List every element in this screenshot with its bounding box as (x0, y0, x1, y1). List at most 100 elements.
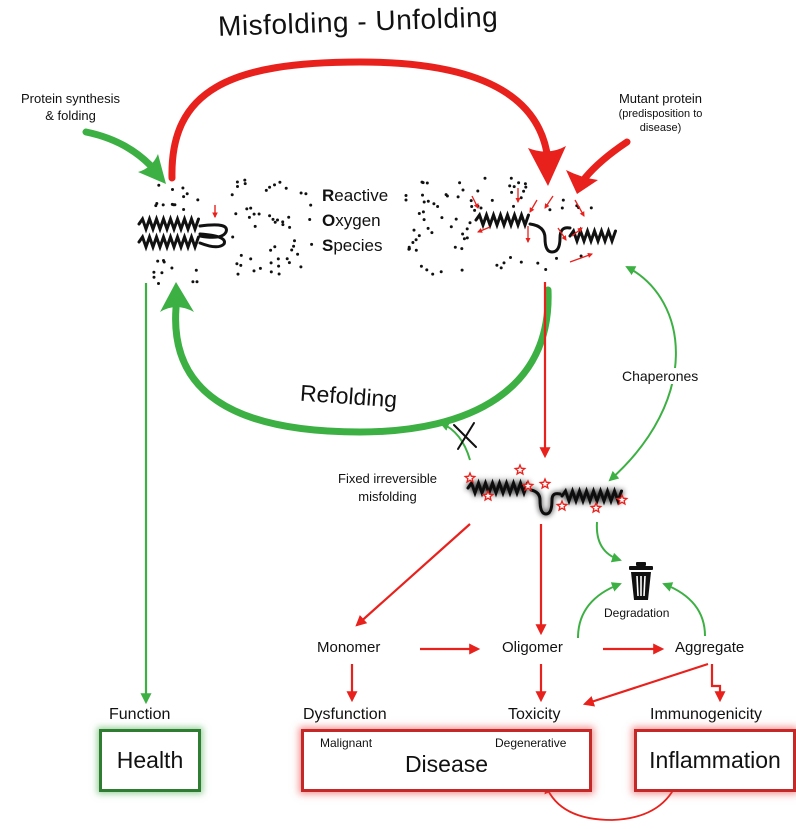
ros-dot (495, 263, 499, 267)
ros-dot (426, 226, 430, 230)
oxidation-star (538, 477, 552, 490)
mutant-protein-sub-1: (predisposition to (618, 108, 703, 120)
ros-dot (465, 236, 469, 240)
fixed-misfolding-line-2: misfolding (358, 489, 417, 504)
protein-synthesis-line-1: Protein synthesis (21, 91, 120, 106)
ros-dot (460, 247, 464, 251)
ros-dot (417, 234, 421, 238)
ros-dot (247, 215, 251, 219)
ros-dot (290, 248, 294, 252)
toxicity-label: Toxicity (508, 706, 561, 723)
degenerative-label: Degenerative (495, 736, 567, 750)
ros-dot (412, 228, 416, 232)
mutant-protein-label: Mutant protein (predisposition to diseas… (598, 90, 723, 135)
refolding-arc (172, 286, 552, 436)
ros-dot (407, 245, 411, 249)
ros-dot (524, 185, 528, 189)
aggregate-to-toxicity-arrow (582, 662, 709, 707)
degradation-label: Degradation (604, 606, 670, 620)
chaperones-arrow (608, 266, 677, 482)
ros-dot (182, 195, 186, 199)
ros-dot (414, 248, 418, 252)
ros-dot (440, 216, 444, 220)
ros-dot (411, 241, 415, 244)
ros-dot (431, 272, 435, 276)
ros-dot (469, 199, 473, 203)
ros-dot (461, 232, 465, 236)
ros-dot (310, 242, 314, 246)
ros-dot (502, 261, 506, 265)
ros-dot-cloud (152, 176, 593, 285)
ros-dot (160, 271, 164, 275)
ros-dot (483, 176, 487, 180)
ros-dot (465, 227, 469, 231)
ros-dot (425, 268, 429, 272)
ros-dot (414, 238, 418, 242)
ros-dot (243, 178, 247, 182)
ros-dot (273, 183, 276, 187)
ros-dot (426, 199, 430, 203)
ros-dot (508, 184, 512, 188)
ros-dot (419, 264, 423, 268)
ros-dot (510, 190, 514, 194)
ros-dot (287, 261, 291, 265)
ros-dot (476, 189, 480, 193)
ros-dot (231, 235, 235, 239)
ros-dot (561, 198, 565, 202)
ros-label: Reactive Oxygen Species (322, 183, 388, 258)
ros-dot (278, 180, 282, 184)
misfolding-arrowhead (528, 146, 566, 186)
immunogenicity-label: Immunogenicity (650, 706, 763, 723)
cross-mark-icon (453, 422, 477, 450)
ros-dot (522, 189, 526, 193)
ros-dot (560, 206, 564, 210)
aggregate-to-immunogenicity-arrow (710, 664, 726, 703)
ros-dot (264, 188, 268, 192)
ros-dot (182, 208, 186, 211)
ros-dot (276, 218, 279, 222)
ros-dot (269, 248, 273, 252)
ros-dot (309, 203, 313, 207)
ros-dot (461, 188, 465, 192)
ros-dot (235, 180, 239, 184)
synthesis-arrow (82, 128, 154, 169)
fixed-to-degradation-arrow (595, 521, 622, 563)
ros-dot (421, 193, 424, 197)
fixed-misfolded-protein (466, 478, 623, 516)
disease-box: Disease (301, 729, 592, 792)
ros-dot (512, 204, 515, 208)
monomer-label: Monomer (317, 639, 381, 656)
damaged-protein-glyph (474, 210, 617, 254)
oxidation-star (513, 463, 527, 476)
ros-dot (268, 214, 272, 218)
blocked-refolding-arrow (439, 421, 471, 461)
ros-dot (589, 206, 593, 210)
oligomer-to-degradation-arrow (577, 582, 622, 639)
fixed-misfolding-label: Fixed irreversible misfolding (325, 470, 450, 506)
ros-dot (156, 259, 160, 263)
refolding-arrowhead (160, 282, 194, 312)
ros-dot (460, 268, 464, 272)
ros-dot (157, 282, 160, 285)
ros-dot (456, 195, 460, 199)
ros-dot (555, 256, 558, 260)
ros-dot (468, 221, 472, 225)
oxidation-star (589, 501, 603, 514)
ros-dot (536, 261, 540, 265)
ros-dot (235, 262, 239, 266)
ros-dot (281, 220, 285, 224)
ros-dot (548, 208, 552, 212)
ros-dot (277, 264, 281, 268)
ros-dot (579, 254, 583, 258)
ros-dot (296, 252, 300, 256)
ros-dot (171, 188, 174, 191)
ros-dot (517, 181, 521, 185)
protein-synthesis-line-2: & folding (45, 108, 96, 123)
oxidation-star (555, 499, 569, 512)
ros-dot (162, 259, 165, 262)
ros-dot (276, 257, 280, 261)
aggregate-label: Aggregate (675, 639, 745, 656)
ros-dot (445, 194, 449, 198)
mutant-protein-arrowhead (566, 170, 598, 194)
ros-dot (404, 194, 408, 197)
